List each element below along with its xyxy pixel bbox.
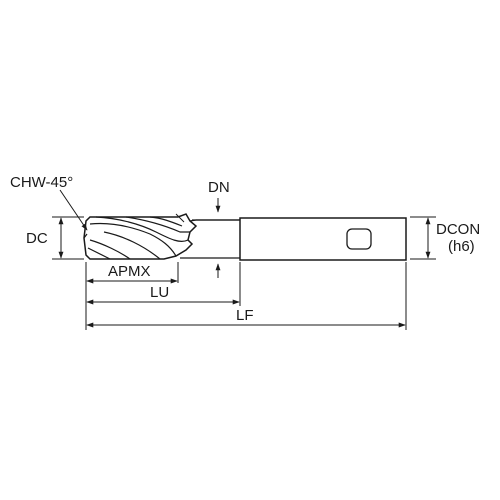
cutting-head (83, 213, 198, 260)
dc-label: DC (26, 230, 48, 247)
apmx-label: APMX (108, 263, 151, 280)
dimension-labels: CHW-45° DC DN APMX LU LF DCON (h6) (10, 174, 480, 324)
shank-flat (346, 228, 372, 250)
shank (239, 217, 407, 261)
dn-label: DN (208, 179, 230, 196)
dcon-tolerance-label: (h6) (448, 238, 475, 255)
dimension-arrows (58, 189, 431, 328)
lf-label: LF (236, 307, 254, 324)
lu-label: LU (150, 284, 169, 301)
dcon-label: DCON (436, 221, 480, 238)
tool-outline (83, 213, 407, 261)
extension-lines (52, 216, 436, 330)
chw-leader (59, 189, 88, 231)
flute-lines (87, 213, 190, 260)
chw-label: CHW-45° (10, 174, 73, 191)
